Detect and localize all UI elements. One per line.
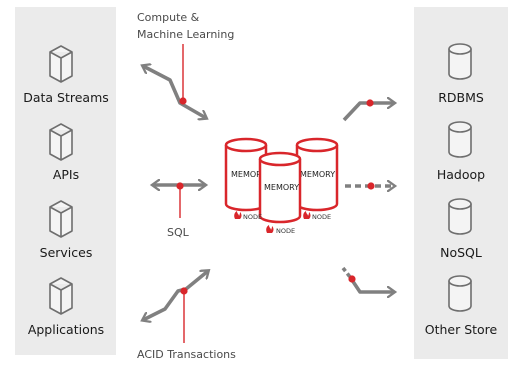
cube-icon: [49, 123, 73, 161]
services-label: Services: [39, 245, 93, 260]
memory-node-left: MEMORY: [224, 137, 268, 212]
cube-icon: [49, 277, 73, 315]
node-label: NODE: [312, 213, 331, 221]
compute-arrow: [143, 44, 206, 118]
memory-label: MEMORY: [300, 170, 335, 179]
acid-arrow: [143, 271, 208, 343]
database-icon: [448, 43, 472, 80]
applications-label: Applications: [27, 322, 105, 337]
rdbms-label: RDBMS: [438, 90, 484, 105]
database-icon: [448, 275, 472, 312]
database-icon: [448, 121, 472, 158]
node-label: NODE: [243, 213, 262, 221]
memory-label: MEMORY: [231, 170, 266, 179]
hadoop-label: Hadoop: [436, 167, 486, 182]
sql-caption: SQL: [167, 226, 189, 239]
flame-icon: [266, 225, 274, 233]
other-store-label: Other Store: [424, 322, 498, 337]
flame-icon: [234, 211, 242, 219]
compute-caption-line1: Compute &: [137, 11, 200, 24]
cube-icon: [49, 200, 73, 238]
rdbms-arrow: [342, 99, 394, 122]
node-label: NODE: [276, 227, 295, 235]
cube-icon: [49, 45, 73, 83]
memory-label: MEMORY: [264, 183, 299, 192]
apis-label: APIs: [52, 167, 80, 182]
sql-arrow: [153, 182, 205, 218]
nosql-label: NoSQL: [440, 245, 482, 260]
data-streams-label: Data Streams: [23, 90, 109, 105]
hadoop-arrow: [345, 182, 394, 189]
acid-caption: ACID Transactions: [137, 348, 236, 361]
database-icon: [448, 198, 472, 235]
flame-icon: [303, 211, 311, 219]
compute-caption: Compute & Machine Learning: [137, 9, 234, 43]
other-store-arrow: [341, 266, 394, 292]
compute-caption-line2: Machine Learning: [137, 28, 235, 41]
memory-node-center: MEMORY: [258, 151, 302, 224]
memory-node-right: MEMORY: [295, 137, 339, 212]
